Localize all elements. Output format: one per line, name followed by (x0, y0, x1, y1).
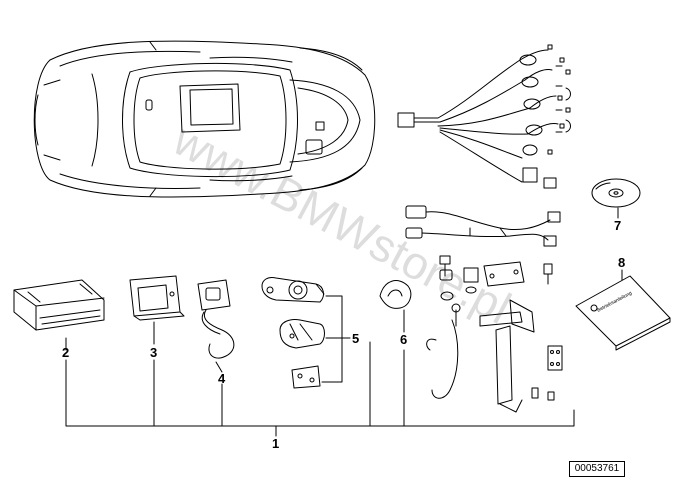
holder-clip (379, 280, 412, 309)
manual-cover-title: Betriebsanleitung (596, 290, 633, 314)
reference-code: 00053761 (569, 461, 625, 477)
mounting-hardware (426, 255, 563, 413)
label-item-6: 6 (400, 332, 407, 347)
label-item-8: 8 (618, 255, 625, 270)
handset-parts (261, 277, 343, 389)
label-item-3: 3 (150, 345, 157, 360)
display-unit (129, 275, 185, 321)
owners-manual (575, 275, 671, 351)
label-item-5: 5 (352, 331, 359, 346)
label-item-4: 4 (218, 371, 226, 386)
microphone-assembly (197, 279, 235, 359)
label-item-2: 2 (62, 345, 69, 360)
leader-lines (65, 207, 623, 437)
wiring-harness-secondary (405, 205, 561, 247)
control-unit-box (13, 279, 105, 331)
wiring-harness-main (397, 44, 571, 189)
label-item-7: 7 (614, 218, 621, 233)
cd-disc (591, 178, 641, 208)
label-item-1: 1 (272, 436, 279, 451)
car-illustration (33, 40, 376, 198)
